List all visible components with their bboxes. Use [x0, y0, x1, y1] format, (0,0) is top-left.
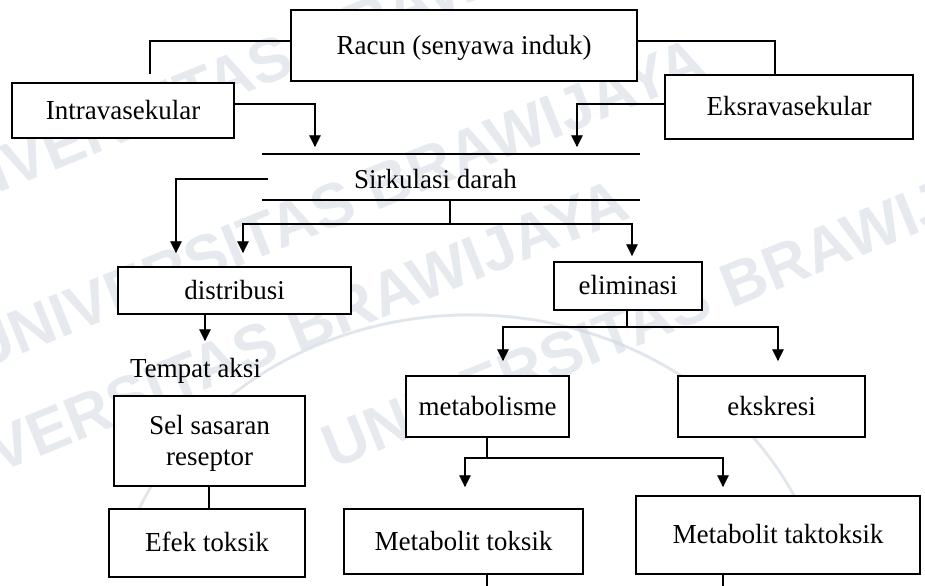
node-metabolit-taktoksik: Metabolit taktoksik	[635, 495, 921, 575]
node-efek-toksik: Efek toksik	[108, 508, 306, 578]
node-tempat-aksi: Tempat aksi	[130, 353, 261, 383]
arrow-metabolisme-metabolit-taktoksik	[487, 457, 729, 488]
node-eliminasi: eliminasi	[553, 261, 703, 311]
node-distribusi-label: distribusi	[184, 274, 285, 305]
node-ekstravaskular-label: Eksravasekular	[706, 91, 872, 122]
node-intravaskular: Intravasekular	[11, 82, 235, 139]
node-eliminasi-label: eliminasi	[578, 270, 678, 301]
connector-racun-ekstravaskular	[637, 40, 776, 74]
arrow-sirkulasi-distribusi-inner	[237, 223, 450, 254]
arrow-ekstravaskular-sirkulasi	[571, 103, 665, 148]
node-intravaskular-label: Intravasekular	[45, 94, 201, 125]
node-sirkulasi: Sirkulasi darah	[354, 164, 517, 194]
node-racun: Racun (senyawa induk)	[290, 9, 638, 82]
watermark-text: UNIVERSITAS BRAWIJAYA	[0, 166, 637, 526]
arrow-metabolisme-metabolit-toksik	[459, 457, 487, 488]
node-ekskresi: ekskresi	[677, 375, 866, 438]
node-sel-sasaran: Sel sasaran reseptor	[113, 395, 306, 487]
arrow-eliminasi-ekskresi	[627, 326, 784, 362]
node-metabolit-toksik-label: Metabolit toksik	[374, 525, 553, 556]
node-metabolit-taktoksik-label: Metabolit taktoksik	[672, 519, 884, 550]
node-metabolisme: metabolisme	[405, 375, 570, 438]
connector-racun-intravaskular	[149, 40, 291, 74]
node-racun-label: Racun (senyawa induk)	[336, 29, 592, 60]
arrow-sirkulasi-eliminasi	[450, 223, 638, 257]
arrow-intravaskular-sirkulasi	[234, 103, 321, 148]
node-metabolit-toksik: Metabolit toksik	[343, 508, 584, 575]
arrow-sirkulasi-distribusi-outer	[170, 178, 268, 254]
node-distribusi: distribusi	[117, 266, 352, 315]
node-ekstravaskular: Eksravasekular	[664, 74, 914, 140]
node-metabolisme-label: metabolisme	[418, 390, 557, 421]
arrow-eliminasi-metabolisme	[497, 326, 627, 362]
node-sel-sasaran-label: Sel sasaran reseptor	[149, 409, 270, 471]
node-efek-toksik-label: Efek toksik	[145, 527, 269, 558]
node-ekskresi-label: ekskresi	[727, 390, 816, 421]
